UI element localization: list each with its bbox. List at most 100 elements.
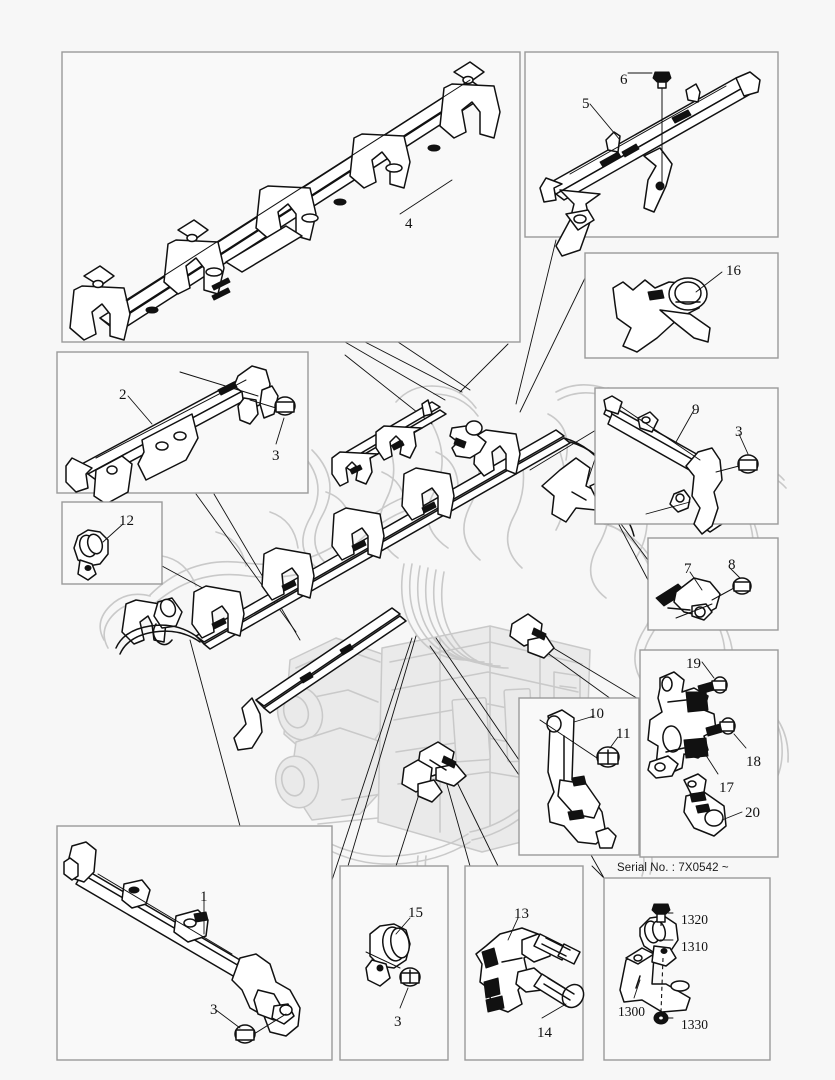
callout-1: 1 — [200, 889, 208, 905]
callout-17: 17 — [719, 780, 734, 796]
ghost-engine — [274, 637, 415, 829]
part-20-drawing — [683, 773, 727, 837]
leader-15 — [395, 917, 411, 935]
callout-18: 18 — [746, 754, 761, 770]
leader-12 — [102, 523, 124, 543]
callout-12: 12 — [119, 513, 134, 529]
part-2-axis — [179, 371, 259, 397]
installed-rail-mid — [121, 429, 571, 650]
ghost-vehicle-underlay — [99, 384, 789, 901]
leader-9-installed — [645, 501, 691, 515]
panel-part-17-20 — [639, 649, 779, 858]
leader-3b — [738, 433, 749, 455]
part-4-drawing — [69, 61, 501, 341]
part-14-bolt-upper — [533, 933, 581, 965]
callout-9: 9 — [692, 402, 700, 418]
leader-17 — [699, 745, 719, 775]
part-1330-nut — [653, 1011, 669, 1025]
part-5-drawing — [539, 71, 761, 257]
panel-serial-group — [591, 865, 771, 1061]
leader-7 — [689, 571, 703, 591]
panel-part-12 — [61, 501, 163, 585]
leader-3c — [215, 1009, 241, 1029]
callout-3: 3 — [210, 1002, 218, 1018]
callout-3: 3 — [394, 1014, 402, 1030]
panel-part-2-3 — [56, 351, 309, 505]
leader-1300 — [633, 979, 641, 999]
central-assembly — [115, 399, 725, 813]
part-1-drawing — [63, 841, 301, 1037]
panel-part-7-8 — [647, 537, 779, 631]
leader-2 — [127, 395, 153, 425]
leader-16 — [695, 271, 723, 293]
installed-bracket-19 — [509, 613, 555, 659]
panel-part-1-3 — [56, 825, 333, 1061]
callout-8: 8 — [728, 557, 736, 573]
callout-15: 15 — [408, 905, 423, 921]
callout-7: 7 — [684, 561, 692, 577]
leader-5 — [589, 103, 621, 141]
panel-part-5-6 — [524, 51, 779, 257]
leader-11 — [609, 736, 619, 749]
part-6-bolt — [652, 71, 672, 189]
part-7-drawing — [655, 577, 721, 621]
part-16-drawing — [612, 277, 711, 353]
panel-part-10-11 — [518, 697, 640, 856]
leader-8 — [729, 567, 741, 579]
callout-10: 10 — [589, 706, 604, 722]
leader-19 — [701, 661, 715, 679]
callout-20: 20 — [745, 805, 760, 821]
callout-1320: 1320 — [681, 912, 708, 927]
callout-4: 4 — [405, 216, 413, 232]
part-1320-bolt — [651, 903, 671, 923]
leader-14 — [541, 1003, 567, 1019]
leader-10 — [573, 715, 595, 723]
panel-part-16 — [584, 252, 779, 359]
part-10-drawing — [539, 709, 617, 849]
callout-5: 5 — [582, 96, 590, 112]
callout-3: 3 — [735, 424, 743, 440]
part-8-bolt — [711, 577, 752, 601]
part-12-drawing — [73, 529, 109, 581]
serial-number-note: Serial No. : 7X0542 ~ — [617, 862, 729, 874]
part-18-bolt — [705, 717, 736, 737]
callout-1300: 1300 — [618, 1004, 645, 1019]
part-3-bolt-4 — [399, 967, 421, 987]
assembly-axis-lower — [660, 957, 664, 1013]
callout-11: 11 — [616, 726, 631, 742]
installed-connector-13 — [401, 759, 443, 803]
callout-6: 6 — [620, 72, 628, 88]
callout-1330: 1330 — [681, 1017, 708, 1032]
callout-1310: 1310 — [681, 939, 708, 954]
leader-9 — [675, 409, 695, 443]
part-11-bolt — [596, 746, 620, 768]
callout-2: 2 — [119, 387, 127, 403]
bracket-17-19-drawing — [647, 671, 717, 779]
part-3-bolt-2 — [715, 454, 759, 474]
panel-part-15-3 — [339, 865, 449, 1061]
callout-16: 16 — [726, 263, 741, 279]
installed-rail-upper — [331, 399, 447, 487]
leader-3d — [399, 987, 409, 1009]
panel-part-9-3 — [594, 387, 779, 535]
callout-19: 19 — [686, 656, 701, 672]
leader-13 — [507, 917, 519, 941]
installed-rail-lower — [233, 607, 407, 751]
part-15-drawing — [365, 923, 411, 987]
panel-part-13-14 — [464, 865, 585, 1061]
callout-3: 3 — [272, 448, 280, 464]
callout-13: 13 — [514, 906, 529, 922]
part-3-bolt-3 — [234, 1013, 287, 1044]
callout-14: 14 — [537, 1025, 552, 1041]
leader-20 — [721, 811, 743, 821]
panel-part-4 — [61, 51, 521, 343]
leader-3a — [275, 417, 285, 445]
installed-clamp-left — [152, 597, 183, 646]
part-2-drawing — [65, 365, 279, 505]
part-19-bolt — [697, 676, 728, 695]
part-14-bolt-lower — [533, 973, 585, 1009]
part-9-drawing — [603, 395, 723, 535]
leader-4 — [399, 179, 453, 215]
